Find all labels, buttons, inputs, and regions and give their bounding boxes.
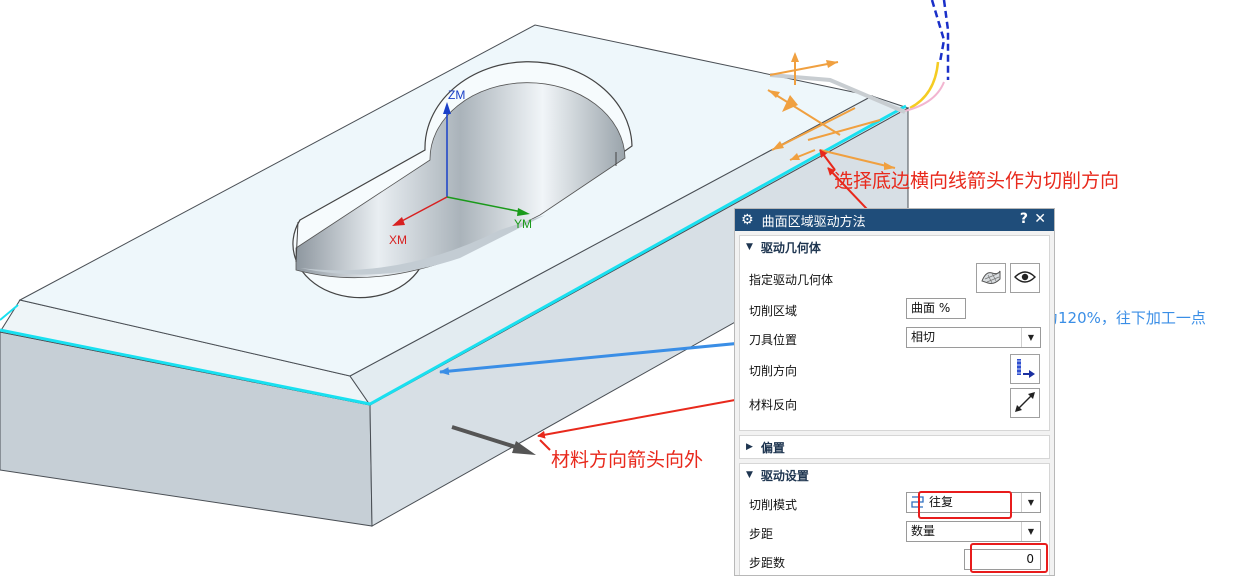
tool-path bbox=[899, 0, 950, 113]
highlight-box-cut-pattern bbox=[918, 491, 1012, 519]
material-reverse-button[interactable] bbox=[1010, 388, 1040, 418]
section-header-drive-settings[interactable]: ▼ 驱动设置 bbox=[740, 464, 1049, 486]
surface-area-drive-dialog: ⚙ 曲面区域驱动方法 ? ✕ ▼ 驱动几何体 指定驱动几何体 切削区域 曲 bbox=[734, 208, 1055, 576]
section-offset: ▶ 偏置 bbox=[739, 435, 1050, 459]
direction-arrows[interactable] bbox=[767, 52, 906, 170]
row-cut-pattern: 切削模式 往复 ▼ bbox=[740, 488, 1049, 517]
label-material-reverse: 材料反向 bbox=[749, 398, 798, 412]
row-tool-position: 刀具位置 相切 ▼ bbox=[740, 323, 1049, 352]
steps-input[interactable]: 0 bbox=[964, 549, 1041, 570]
label-cut-pattern: 切削模式 bbox=[749, 498, 798, 512]
tool-position-value: 相切 bbox=[911, 330, 936, 344]
label-stepover: 步距 bbox=[749, 527, 774, 541]
expanded-triangle-icon: ▼ bbox=[746, 242, 753, 252]
cut-pattern-value: 往复 bbox=[929, 495, 954, 509]
label-cut-region: 切削区域 bbox=[749, 304, 798, 318]
collapsed-triangle-icon: ▶ bbox=[746, 442, 753, 452]
label-steps: 步距数 bbox=[749, 556, 786, 570]
wcs-triad: ZM YM XM bbox=[389, 88, 532, 247]
axis-label-z: ZM bbox=[448, 88, 465, 102]
cut-direction-button[interactable] bbox=[1010, 354, 1040, 384]
cut-region-field[interactable]: 曲面 % bbox=[906, 298, 966, 319]
axis-label-x: XM bbox=[389, 233, 407, 247]
stepover-value: 数量 bbox=[911, 524, 936, 538]
gear-icon: ⚙ bbox=[741, 212, 754, 228]
row-material-reverse: 材料反向 bbox=[740, 386, 1049, 420]
section-title: 偏置 bbox=[760, 440, 785, 455]
dialog-title: 曲面区域驱动方法 bbox=[761, 214, 866, 230]
close-button[interactable]: ✕ bbox=[1034, 211, 1046, 227]
show-geometry-button[interactable] bbox=[1010, 263, 1040, 293]
row-steps: 步距数 0 bbox=[740, 546, 1049, 575]
section-title: 驱动设置 bbox=[760, 468, 809, 483]
highlighted-bottom-edge bbox=[0, 104, 907, 406]
section-header-drive-geometry[interactable]: ▼ 驱动几何体 bbox=[740, 236, 1049, 258]
chevron-down-icon: ▼ bbox=[1021, 493, 1040, 512]
expanded-triangle-icon: ▼ bbox=[746, 470, 753, 480]
label-cut-direction: 切削方向 bbox=[749, 364, 798, 378]
chevron-down-icon: ▼ bbox=[1021, 522, 1040, 541]
row-cut-direction: 切削方向 bbox=[740, 352, 1049, 386]
axis-label-y: YM bbox=[514, 217, 532, 231]
dialog-titlebar[interactable]: ⚙ 曲面区域驱动方法 ? ✕ bbox=[735, 209, 1054, 231]
tool-position-select[interactable]: 相切 ▼ bbox=[906, 327, 1041, 348]
cut-direction-icon bbox=[1014, 357, 1036, 382]
section-title: 驱动几何体 bbox=[760, 240, 821, 255]
row-cut-region: 切削区域 曲面 % bbox=[740, 294, 1049, 323]
material-direction-arrow[interactable] bbox=[451, 425, 536, 455]
slot-floor bbox=[300, 215, 545, 275]
label-specify-drive-geometry: 指定驱动几何体 bbox=[749, 273, 834, 287]
help-button[interactable]: ? bbox=[1019, 211, 1028, 227]
chevron-down-icon: ▼ bbox=[1021, 328, 1040, 347]
row-stepover: 步距 数量 ▼ bbox=[740, 517, 1049, 546]
diagonal-arrows-icon bbox=[1013, 390, 1037, 417]
cut-pattern-select[interactable]: 往复 ▼ bbox=[906, 492, 1041, 513]
annotation-cut-direction: 选择底边横向线箭头作为切削方向 bbox=[834, 170, 1120, 192]
section-header-offset[interactable]: ▶ 偏置 bbox=[740, 436, 1049, 458]
highlight-box-steps bbox=[970, 543, 1048, 573]
section-drive-geometry: ▼ 驱动几何体 指定驱动几何体 切削区域 曲面 % 刀具位置 相切 bbox=[739, 235, 1050, 431]
stepover-select[interactable]: 数量 ▼ bbox=[906, 521, 1041, 542]
label-tool-position: 刀具位置 bbox=[749, 333, 798, 347]
zigzag-pattern-icon bbox=[911, 493, 925, 517]
eye-icon bbox=[1014, 270, 1036, 287]
section-drive-settings: ▼ 驱动设置 切削模式 往复 ▼ 步距 数量 ▼ 步距数 0 bbox=[739, 463, 1050, 575]
annotation-material-direction: 材料方向箭头向外 bbox=[551, 449, 704, 471]
row-specify-drive-geometry: 指定驱动几何体 bbox=[740, 262, 1049, 294]
select-drive-geometry-button[interactable] bbox=[976, 263, 1006, 293]
surface-select-icon bbox=[980, 267, 1002, 290]
